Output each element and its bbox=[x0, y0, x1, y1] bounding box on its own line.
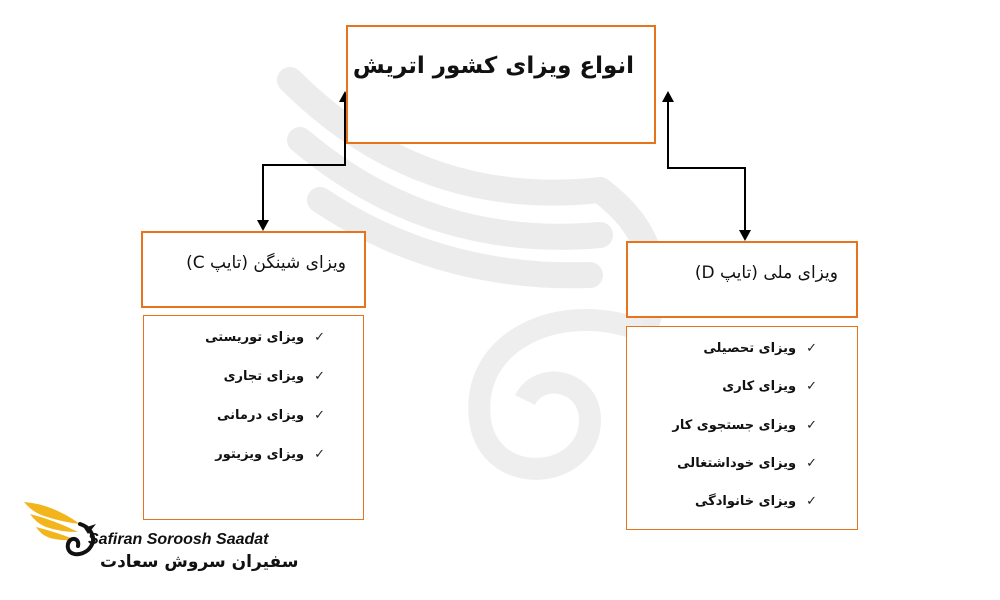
check-icon: ✓ bbox=[806, 456, 817, 471]
arrow-left-connector bbox=[262, 100, 346, 222]
check-icon: ✓ bbox=[314, 447, 325, 462]
list-item: ویزای تجاری ✓ bbox=[224, 369, 325, 384]
list-item: ویزای تحصیلی ✓ bbox=[703, 341, 817, 356]
arrowhead-right-down bbox=[739, 230, 751, 241]
schengen-visa-list: ویزای توریستی ✓ ویزای تجاری ✓ ویزای درما… bbox=[143, 315, 364, 520]
schengen-visa-box: ویزای شینگن (تایپ C) bbox=[141, 231, 366, 308]
list-item: ویزای کاری ✓ bbox=[722, 379, 817, 394]
list-item: ویزای خانوادگی ✓ bbox=[695, 494, 817, 509]
list-item-label: ویزای تحصیلی bbox=[703, 341, 797, 356]
check-icon: ✓ bbox=[314, 369, 325, 384]
title-box: انواع ویزای کشور اتریش bbox=[346, 25, 656, 144]
company-logo: Safiran Soroosh Saadat سفیران سروش سعادت bbox=[22, 494, 298, 584]
check-icon: ✓ bbox=[806, 494, 817, 509]
arrowhead-right-up bbox=[662, 91, 674, 102]
list-item-label: ویزای کاری bbox=[722, 379, 797, 394]
list-item-label: ویزای ویزیتور bbox=[215, 447, 305, 462]
list-item: ویزای درمانی ✓ bbox=[217, 408, 325, 423]
logo-text-en: Safiran Soroosh Saadat bbox=[88, 531, 269, 548]
schengen-visa-heading: ویزای شینگن (تایپ C) bbox=[186, 253, 346, 273]
check-icon: ✓ bbox=[806, 379, 817, 394]
check-icon: ✓ bbox=[314, 330, 325, 345]
list-item-label: ویزای درمانی bbox=[217, 408, 305, 423]
national-visa-heading: ویزای ملی (تایپ D) bbox=[694, 263, 838, 283]
bird-logo-icon bbox=[24, 502, 96, 557]
list-item: ویزای ویزیتور ✓ bbox=[215, 447, 325, 462]
list-item: ویزای توریستی ✓ bbox=[205, 330, 325, 345]
check-icon: ✓ bbox=[806, 418, 817, 433]
list-item: ویزای خوداشتغالی ✓ bbox=[677, 456, 817, 471]
list-item-label: ویزای خوداشتغالی bbox=[677, 456, 797, 471]
list-item-label: ویزای توریستی bbox=[205, 330, 305, 345]
diagram-title: انواع ویزای کشور اتریش bbox=[352, 53, 634, 79]
check-icon: ✓ bbox=[806, 341, 817, 356]
list-item-label: ویزای خانوادگی bbox=[695, 494, 797, 509]
list-item: ویزای جستجوی کار ✓ bbox=[672, 418, 817, 433]
national-visa-box: ویزای ملی (تایپ D) bbox=[626, 241, 858, 318]
arrowhead-left-down bbox=[257, 220, 269, 231]
list-item-label: ویزای جستجوی کار bbox=[672, 418, 797, 433]
logo-text-fa: سفیران سروش سعادت bbox=[100, 552, 299, 572]
check-icon: ✓ bbox=[314, 408, 325, 423]
arrow-right-connector bbox=[667, 100, 746, 232]
list-item-label: ویزای تجاری bbox=[223, 369, 305, 384]
national-visa-list: ویزای تحصیلی ✓ ویزای کاری ✓ ویزای جستجوی… bbox=[626, 326, 858, 530]
